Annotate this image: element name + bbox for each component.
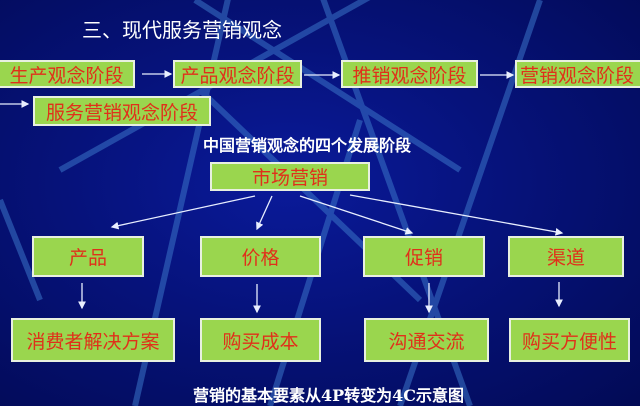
- c-consumer-solution: 消费者解决方案: [11, 318, 175, 362]
- stage-label: 服务营销观念阶段: [45, 101, 198, 124]
- stage-label: 生产观念阶段: [9, 64, 124, 87]
- arrow-root-to-promotion: [299, 195, 414, 235]
- c-label: 购买方便性: [521, 330, 617, 353]
- arrow-root-to-product: [110, 195, 256, 230]
- p-product: 产品: [32, 236, 144, 277]
- stage-label: 营销观念阶段: [520, 64, 635, 87]
- root-market-marketing: 市场营销: [210, 162, 370, 191]
- stage-service-marketing: 服务营销观念阶段: [33, 96, 211, 126]
- c-communication: 沟通交流: [364, 318, 489, 362]
- bottom-caption: 营销的基本要素从4P转变为4C示意图: [193, 386, 465, 405]
- p-place: 渠道: [508, 236, 624, 277]
- c-label: 消费者解决方案: [26, 330, 160, 353]
- p-price: 价格: [200, 236, 321, 277]
- p-promotion: 促销: [363, 236, 485, 277]
- arrow-root-to-place: [349, 194, 564, 236]
- p-label: 促销: [404, 247, 443, 269]
- c-label: 沟通交流: [388, 330, 465, 353]
- slide-title: 三、现代服务营销观念: [82, 18, 282, 42]
- stage-label: 产品观念阶段: [180, 64, 295, 87]
- c-convenience: 购买方便性: [509, 318, 630, 362]
- stages-caption: 中国营销观念的四个发展阶段: [203, 136, 412, 155]
- c-label: 购买成本: [222, 330, 299, 353]
- stage-selling: 推销观念阶段: [341, 60, 478, 88]
- stage-product: 产品观念阶段: [173, 60, 302, 88]
- stage-marketing: 营销观念阶段: [515, 60, 640, 88]
- arrow-root-to-price: [256, 195, 273, 231]
- p-label: 渠道: [546, 247, 585, 269]
- p-label: 产品: [68, 247, 107, 269]
- c-cost: 购买成本: [200, 318, 321, 362]
- stage-label: 推销观念阶段: [352, 64, 467, 87]
- root-label: 市场营销: [251, 167, 328, 189]
- stage-production: 生产观念阶段: [0, 60, 135, 88]
- p-label: 价格: [241, 247, 280, 269]
